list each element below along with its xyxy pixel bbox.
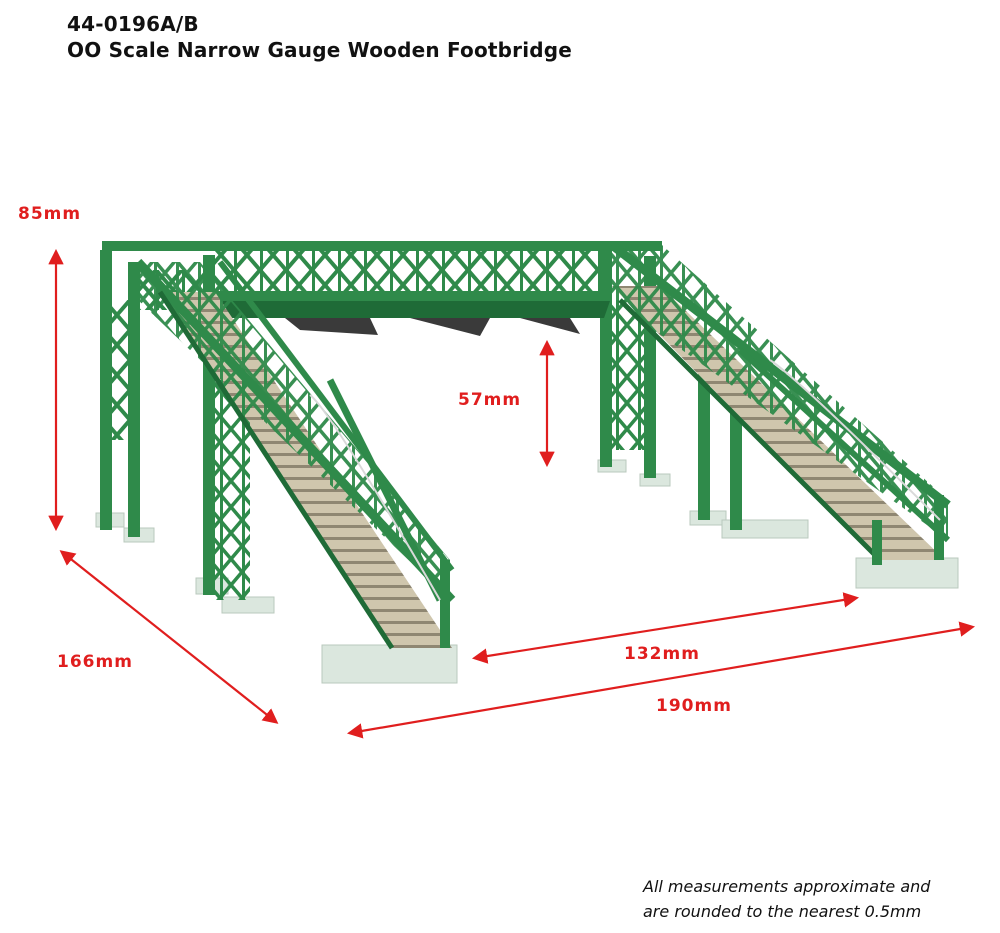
deck-shadows: [285, 318, 580, 336]
overall-width-label: 190mm: [656, 696, 732, 716]
right-staircase: [609, 241, 951, 565]
measurement-note-line2: are rounded to the nearest 0.5mm: [643, 902, 922, 921]
overall-width-arrow: [346, 621, 976, 739]
product-name: OO Scale Narrow Gauge Wooden Footbridge: [67, 38, 573, 62]
clearance-label: 57mm: [458, 390, 522, 410]
measurement-note-line1: All measurements approximate and: [643, 877, 931, 896]
dimension-arrows: [48, 248, 976, 739]
depth-arrow: [59, 550, 279, 724]
depth-label: 166mm: [57, 652, 133, 672]
main-deck: [102, 241, 662, 318]
left-staircase: [134, 258, 456, 650]
height-label: 85mm: [18, 204, 82, 224]
inner-width-label: 132mm: [624, 644, 700, 664]
product-code: 44-0196A/B: [67, 12, 199, 36]
